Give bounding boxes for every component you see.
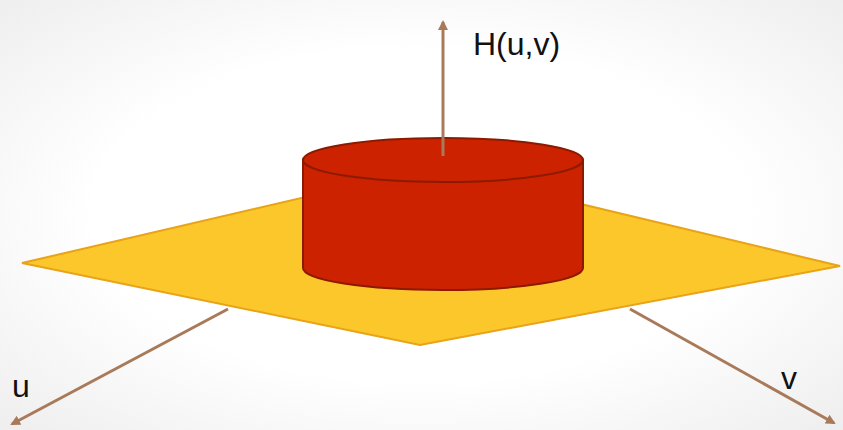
u-axis [12,309,228,424]
h-axis [442,22,445,156]
axis-label: H(u,v) [473,28,560,60]
axis-label: u [12,370,30,402]
axis-label: v [781,362,797,394]
v-axis [630,309,834,423]
